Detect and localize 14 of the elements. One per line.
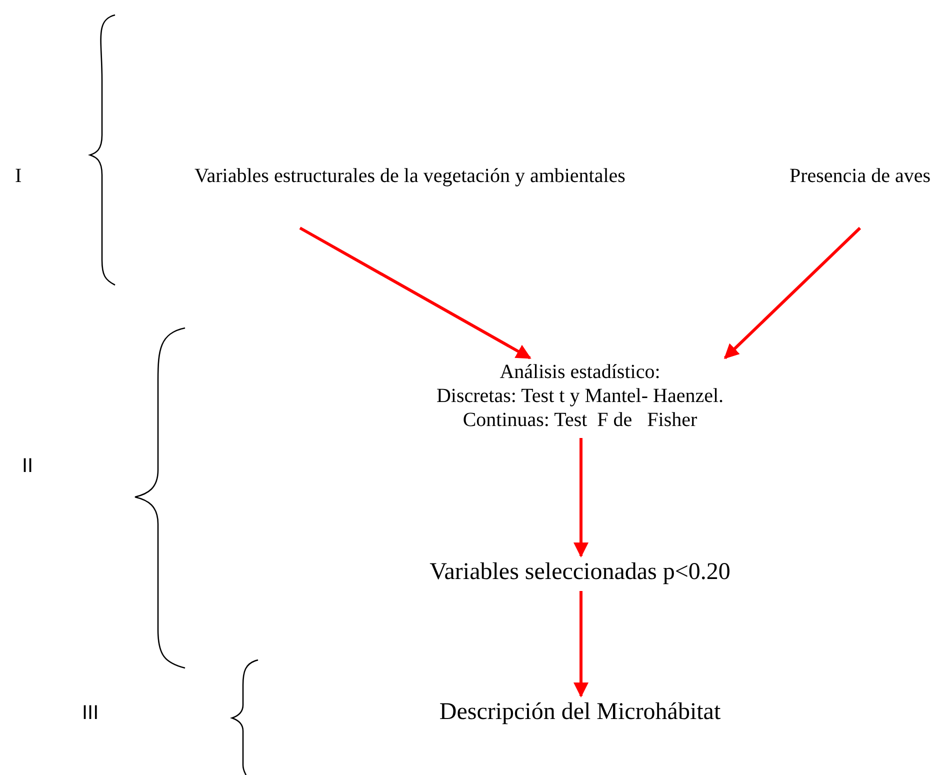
arrow	[724, 226, 862, 360]
stage-numeral: I	[15, 165, 22, 188]
node-text: Análisis estadístico:	[500, 360, 660, 384]
node-text: Continuas: Test F de Fisher	[462, 408, 698, 432]
node-text: Variables seleccionadas p<0.20	[430, 558, 730, 587]
node-text: Descripción del Microhábitat	[439, 698, 721, 727]
stage-numeral: II	[22, 455, 34, 478]
node-text: Variables estructurales de la vegetación y ambientales	[194, 164, 626, 188]
stage-numeral: III	[82, 702, 99, 725]
arrow	[299, 226, 532, 360]
node-text: Discretas: Test t y Mantel- Haenzel.	[436, 384, 724, 408]
arrow	[574, 591, 588, 698]
node-text: Presencia de aves	[789, 164, 931, 188]
arrow	[574, 438, 588, 558]
